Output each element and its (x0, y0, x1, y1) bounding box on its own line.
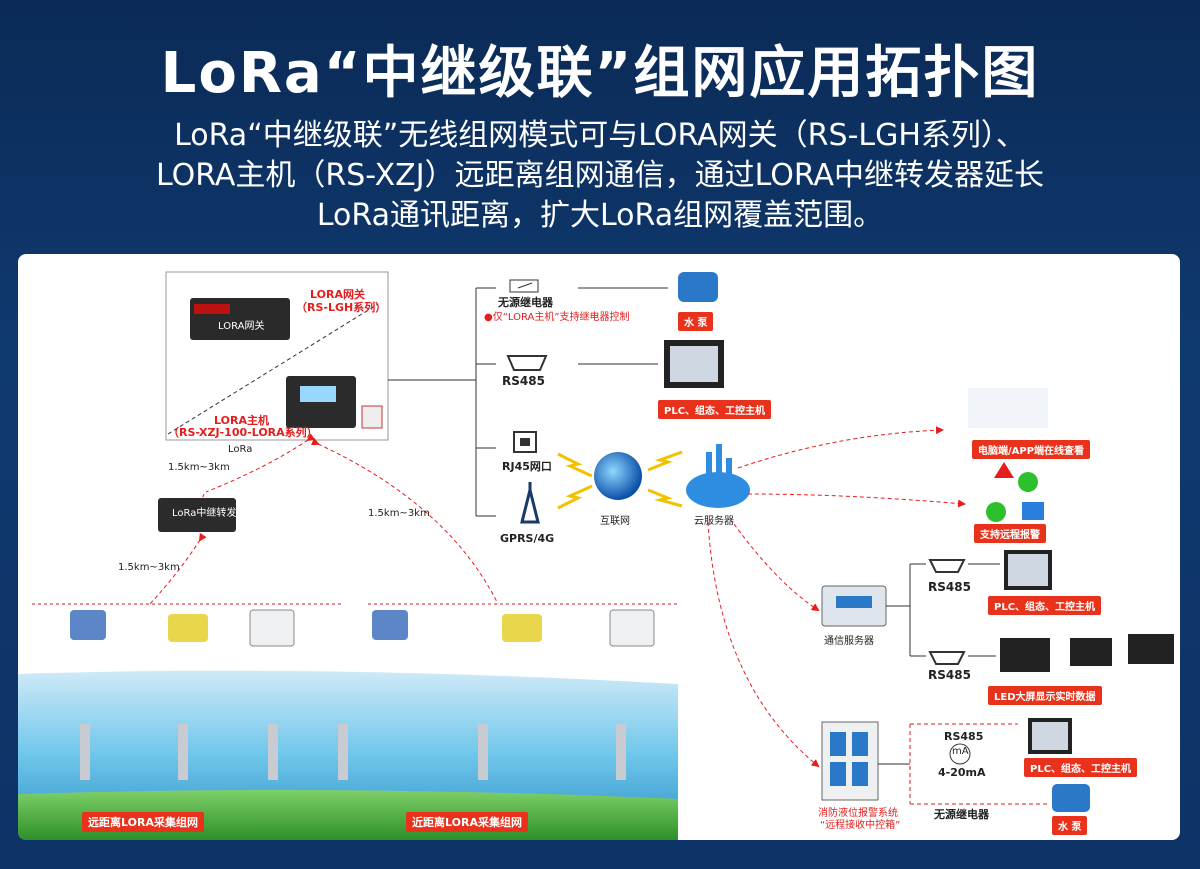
rs485-label-2: RS485 (928, 580, 971, 594)
diagram-canvas (18, 271, 1174, 840)
subtitle-line-2: LORA主机（RS-XZJ）远距离组网通信，通过LORA中继转发器延长 (156, 158, 1044, 193)
remote-view-tag: 电脑端/APP端在线查看 (972, 440, 1091, 459)
gateway-name: LORA网关 (310, 288, 365, 301)
distance-1: 1.5km~3km (168, 462, 230, 473)
plc-tag-3: PLC、组态、工控主机 (1024, 758, 1138, 777)
relay-icon (509, 279, 539, 293)
internet-globe-icon (594, 452, 642, 500)
led-tag: LED大屏显示实时数据 (988, 686, 1102, 705)
repeater-device (158, 498, 236, 532)
rj45-icon (513, 431, 537, 453)
near-sensors (338, 609, 655, 780)
comm-server-label: 通信服务器 (824, 636, 874, 647)
far-sensors (70, 609, 295, 780)
current-label: 4-20mA (938, 766, 986, 779)
led-screen-2 (1070, 638, 1112, 666)
page-title: LoRa“中继级联”组网应用拓扑图 (160, 41, 1040, 106)
ma-label: mA (952, 746, 969, 757)
message-icon (986, 502, 1006, 522)
distance-3: 1.5km~3km (368, 508, 430, 519)
pump-tag: 水 泵 (678, 312, 714, 331)
rs485-label: RS485 (502, 374, 545, 388)
siren-icon (994, 462, 1014, 478)
relay-note: ●仅“LORA主机”支持继电器控制 (484, 312, 630, 323)
relay-label-2: 无源继电器 (934, 808, 989, 821)
lora-badge-host: LoRa (228, 444, 253, 455)
led-screen-3 (1128, 634, 1174, 664)
host-name: LORA主机 (214, 414, 269, 427)
subtitle-line-1: LoRa“中继级联”无线组网模式可与LORA网关（RS-LGH系列）、 (174, 118, 1026, 153)
remote-alarm-tag: 支持远程报警 (974, 524, 1046, 543)
rj45-label: RJ45网口 (502, 460, 552, 473)
gprs-tower-icon (520, 482, 540, 524)
pump-tag-2: 水 泵 (1052, 816, 1088, 835)
email-icon (1022, 502, 1044, 520)
cloud-icon (686, 472, 750, 508)
cloud-label: 云服务器 (694, 516, 734, 527)
rs485-label-4: RS485 (944, 730, 984, 743)
wechat-icon (1018, 472, 1038, 492)
repeater-label: LoRa中继转发器 (172, 508, 247, 519)
gateway-model: （RS-LGH系列） (296, 301, 387, 314)
subtitle-line-3: LoRa通讯距离，扩大LoRa组网覆盖范围。 (316, 198, 884, 233)
topology-diagram: LORA网关 （RS-LGH系列） LORA主机 （RS-XZJ-100-LOR… (18, 254, 1180, 840)
fire-box-label-2: “远程接收中控箱” (820, 820, 901, 831)
near-network-tag: 近距离LORA采集组网 (406, 812, 528, 832)
distance-2: 1.5km~3km (118, 562, 180, 573)
pump-device-2 (1052, 784, 1090, 812)
remote-view-image (968, 388, 1048, 428)
host-model: （RS-XZJ-100-LORA系列） (168, 426, 318, 439)
rs485-label-3: RS485 (928, 668, 971, 682)
plc-tag: PLC、组态、工控主机 (658, 400, 772, 419)
gateway-device-label: LORA网关 (218, 321, 265, 332)
plc-tag-2: PLC、组态、工控主机 (988, 596, 1102, 615)
pump-device (678, 272, 718, 302)
gprs-label: GPRS/4G (500, 532, 555, 545)
relay-label: 无源继电器 (498, 296, 553, 309)
far-network-tag: 远距离LORA采集组网 (82, 812, 204, 832)
rs485-port-icon (506, 355, 548, 371)
fire-box-label-1: 消防液位报警系统 (818, 808, 898, 819)
internet-label: 互联网 (600, 516, 630, 527)
led-screen-1 (1000, 638, 1050, 672)
